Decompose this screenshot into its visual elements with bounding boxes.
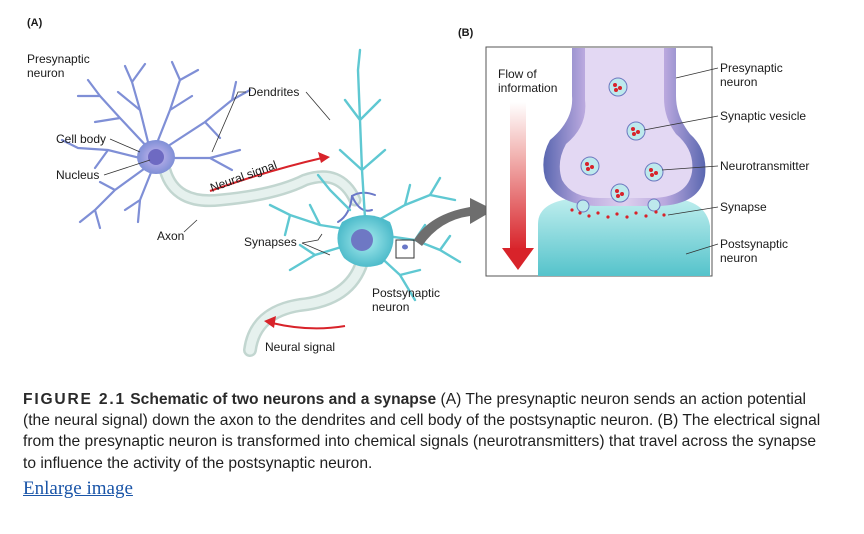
label-b-presynaptic-neuron-2: neuron — [720, 75, 757, 89]
neurotransmitter-molecules — [570, 208, 666, 219]
label-neurotransmitter: Neurotransmitter — [720, 159, 809, 173]
synaptic-vesicles — [576, 77, 664, 213]
label-flow-of-information-1: Flow of — [498, 67, 537, 81]
flow-arrow-head — [502, 248, 534, 270]
label-dendrites: Dendrites — [248, 85, 299, 99]
label-presynaptic-neuron-1: Presynaptic — [27, 52, 90, 66]
label-flow-of-information-2: information — [498, 81, 557, 95]
label-b-postsynaptic-neuron-1: Postsynaptic — [720, 237, 788, 251]
panel-transition-arrow — [414, 198, 494, 246]
label-synapse: Synapse — [720, 200, 767, 214]
synapse-zoom-box — [395, 239, 415, 259]
presynaptic-nucleus — [148, 149, 164, 165]
label-cell-body: Cell body — [56, 132, 106, 146]
figure-number: FIGURE 2.1 — [23, 391, 126, 408]
label-presynaptic-neuron-2: neuron — [27, 66, 64, 80]
label-axon: Axon — [157, 229, 184, 243]
label-b-postsynaptic-neuron-2: neuron — [720, 251, 757, 265]
figure-caption-body: (A) The presynaptic neuron sends an acti… — [23, 391, 821, 472]
neural-signal-arrow-upper — [209, 157, 323, 192]
panel-a-tag: (A) — [27, 17, 43, 29]
label-postsynaptic-neuron-2: neuron — [372, 300, 409, 314]
label-neural-signal-lower: Neural signal — [265, 340, 335, 354]
postsynaptic-nucleus — [351, 229, 373, 251]
flow-arrow-shaft — [510, 102, 526, 250]
panel-b-tag: (B) — [458, 27, 474, 39]
label-b-presynaptic-neuron-1: Presynaptic — [720, 61, 783, 75]
label-synapses: Synapses — [244, 235, 297, 249]
label-postsynaptic-neuron-1: Postsynaptic — [372, 286, 440, 300]
figure-title: Schematic of two neurons and a synapse — [130, 391, 437, 408]
label-nucleus: Nucleus — [56, 168, 99, 182]
panel-b-content — [502, 48, 710, 276]
label-synaptic-vesicle: Synaptic vesicle — [720, 109, 806, 123]
neuron-synapse-figure: (A) — [27, 17, 809, 357]
enlarge-image-link[interactable]: Enlarge image — [23, 478, 133, 499]
figure-caption: FIGURE 2.1 Schematic of two neurons and … — [23, 389, 823, 474]
neural-signal-arrow-lower — [271, 322, 346, 330]
